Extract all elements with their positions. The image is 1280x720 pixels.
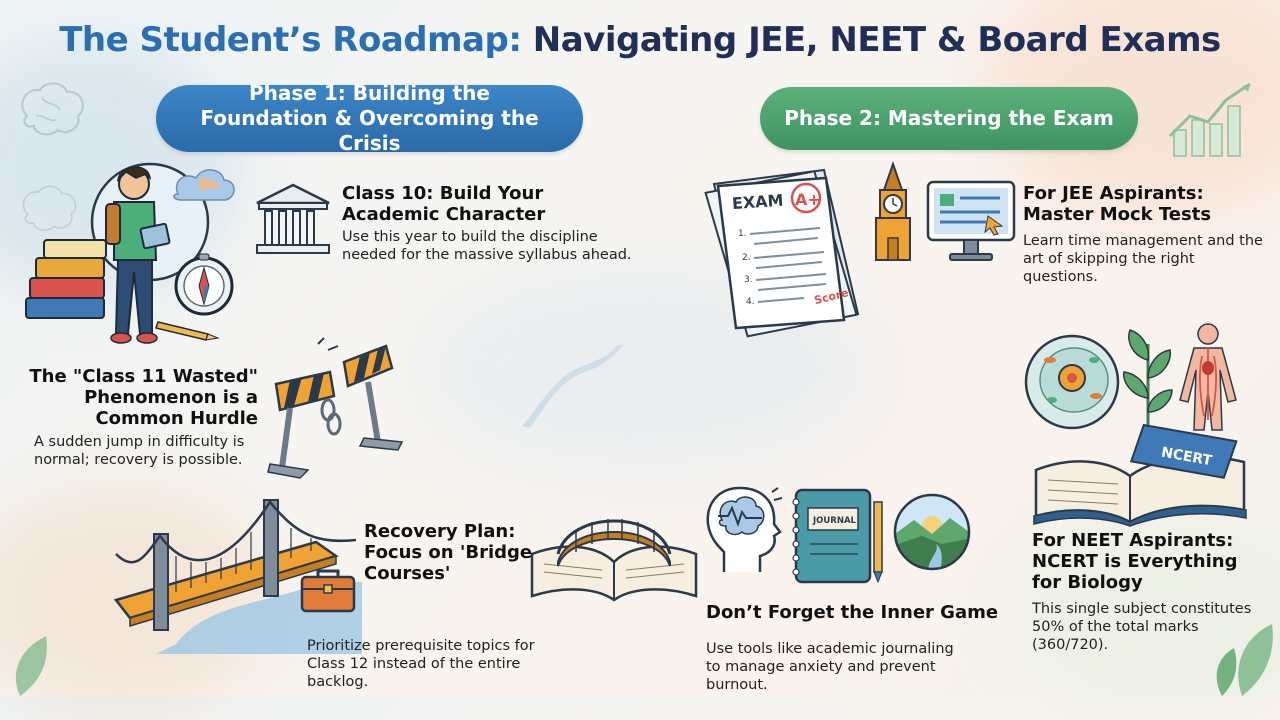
phase1-banner: Phase 1: Building the Foundation & Overc… bbox=[156, 81, 583, 155]
leaf-decoration bbox=[1216, 624, 1273, 696]
class10-heading: Class 10: Build Your Academic Character bbox=[342, 183, 546, 225]
grade-text: A+ bbox=[795, 190, 821, 209]
jee-body: Learn time management and the art of ski… bbox=[1023, 233, 1263, 285]
journal-notebook-icon: JOURNAL bbox=[792, 488, 883, 584]
recovery-heading: Recovery Plan: Focus on 'Bridge Courses' bbox=[364, 521, 533, 584]
inner-game-heading: Don’t Forget the Inner Game bbox=[706, 602, 999, 623]
phase2-banner: Phase 2: Mastering the Exam bbox=[760, 87, 1138, 150]
institution-building-icon bbox=[256, 183, 330, 254]
neet-body: This single subject constitutes 50% of t… bbox=[1032, 601, 1252, 653]
landscape-scene-icon bbox=[893, 493, 971, 571]
student-with-books-illustration bbox=[25, 162, 235, 344]
class11-body: A sudden jump in difficulty is normal; r… bbox=[34, 434, 245, 468]
toolbox-icon bbox=[300, 569, 356, 613]
question-number: 3. bbox=[744, 275, 753, 285]
inner-game-body: Use tools like academic journaling to ma… bbox=[706, 641, 954, 693]
exam-title-text: EXAM bbox=[731, 191, 784, 214]
journal-label-text: JOURNAL bbox=[812, 516, 857, 526]
question-number: 1. bbox=[738, 229, 747, 239]
computer-monitor-icon bbox=[926, 180, 1016, 261]
brain-sketch-icon bbox=[21, 82, 84, 136]
question-number: 4. bbox=[746, 297, 755, 307]
class11-heading: The "Class 11 Wasted" Phenomenon is a Co… bbox=[29, 366, 258, 429]
exam-paper-illustration: EXAM A+ 1. 2. 3. 4. Score bbox=[704, 168, 860, 338]
background-wash bbox=[1000, 500, 1280, 720]
leaf-decoration bbox=[15, 636, 47, 696]
jee-heading: For JEE Aspirants: Master Mock Tests bbox=[1023, 183, 1212, 225]
biology-cell-plant-body-illustration: NCERT bbox=[1024, 323, 1247, 527]
class10-body: Use this year to build the discipline ne… bbox=[342, 229, 632, 263]
brain-sketch-icon bbox=[22, 185, 77, 231]
mind-head-icon bbox=[706, 486, 783, 572]
book-bridge-illustration bbox=[530, 519, 698, 602]
question-number: 2. bbox=[742, 253, 751, 263]
broken-barrier-illustration bbox=[267, 337, 404, 479]
faint-path-decoration bbox=[522, 344, 624, 428]
growth-chart-icon bbox=[1168, 82, 1251, 157]
neet-heading: For NEET Aspirants: NCERT is Everything … bbox=[1032, 530, 1238, 593]
clock-tower-icon bbox=[875, 160, 911, 261]
recovery-body: Prioritize prerequisite topics for Class… bbox=[307, 638, 535, 690]
title-part1: The Student’s Roadmap: bbox=[59, 20, 522, 60]
page-title: The Student’s Roadmap: Navigating JEE, N… bbox=[0, 20, 1280, 60]
title-part2: Navigating JEE, NEET & Board Exams bbox=[532, 20, 1222, 60]
